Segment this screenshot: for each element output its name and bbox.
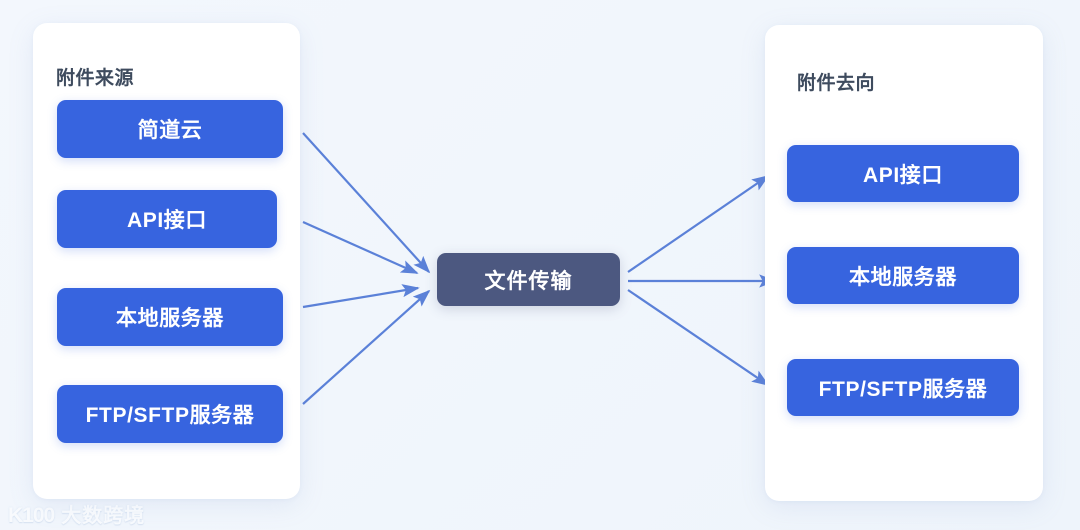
source-node-api[interactable]: API接口 bbox=[57, 190, 277, 248]
target-node-ftp-sftp-server[interactable]: FTP/SFTP服务器 bbox=[787, 359, 1019, 416]
target-node-api[interactable]: API接口 bbox=[787, 145, 1019, 202]
hub-node-file-transfer[interactable]: 文件传输 bbox=[437, 253, 620, 306]
watermark: K100 大数跨境 bbox=[8, 505, 145, 526]
flow-arrow-in-2 bbox=[302, 220, 419, 275]
source-node-jiandaoyun[interactable]: 简道云 bbox=[57, 100, 283, 158]
source-panel-title: 附件来源 bbox=[56, 68, 135, 89]
flow-arrow-in-4 bbox=[302, 289, 431, 405]
flow-arrow-out-1 bbox=[627, 175, 770, 273]
watermark-logo-icon: K100 bbox=[8, 504, 55, 527]
flow-arrow-in-3 bbox=[302, 284, 420, 309]
flow-arrow-in-1 bbox=[302, 132, 431, 274]
target-node-local-server[interactable]: 本地服务器 bbox=[787, 247, 1019, 304]
source-node-local-server[interactable]: 本地服务器 bbox=[57, 288, 283, 346]
target-panel-title: 附件去向 bbox=[797, 73, 876, 94]
source-node-ftp-sftp-server[interactable]: FTP/SFTP服务器 bbox=[57, 385, 283, 443]
flow-arrow-out-3 bbox=[627, 289, 770, 386]
watermark-text: 大数跨境 bbox=[61, 504, 146, 527]
